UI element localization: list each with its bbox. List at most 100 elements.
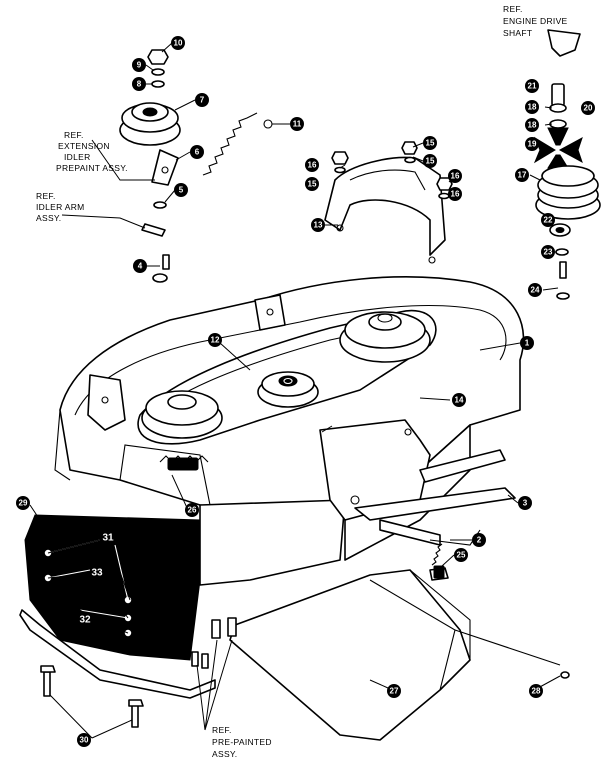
idler-exploded-group [119, 49, 273, 283]
ref-line-1: REF. [212, 725, 232, 735]
svg-text:16: 16 [451, 190, 460, 199]
callout-14: 14 [452, 393, 466, 407]
callout-2: 2 [472, 533, 486, 547]
svg-text:16: 16 [451, 172, 460, 181]
svg-text:15: 15 [308, 180, 317, 189]
callout-10: 10 [171, 36, 185, 50]
callout-30: 30 [77, 733, 91, 747]
leader-lines [29, 42, 561, 739]
svg-text:17: 17 [518, 171, 527, 180]
ref-line-1: REF. [503, 4, 523, 14]
callout-29: 29 [16, 496, 30, 510]
left-spindle-pulley [141, 390, 223, 439]
callout-26: 26 [185, 503, 199, 517]
svg-text:10: 10 [174, 39, 183, 48]
callout-15a: 15 [423, 136, 437, 150]
callout-16c: 16 [448, 187, 462, 201]
callout-21: 21 [525, 79, 539, 93]
svg-text:12: 12 [211, 336, 220, 345]
svg-text:25: 25 [457, 551, 466, 560]
svg-text:9: 9 [137, 61, 142, 70]
ref-line-2: IDLER ARM [36, 202, 85, 212]
svg-text:21: 21 [528, 82, 537, 91]
ref-line-3: SHAFT [503, 28, 532, 38]
callout-9: 9 [132, 58, 146, 72]
idler-pulley [257, 371, 319, 408]
ref-label-engine-drive-shaft: REF. ENGINE DRIVE SHAFT [503, 4, 568, 38]
discharge-chute [211, 567, 570, 741]
svg-text:32: 32 [79, 615, 91, 626]
svg-text:15: 15 [426, 139, 435, 148]
chute-spring [431, 543, 445, 579]
callout-24: 24 [528, 283, 542, 297]
callout-18: 18 [525, 100, 539, 114]
callout-32: 32 [79, 615, 91, 626]
callout-31: 31 [102, 533, 114, 544]
ref-line-4: PREPAINT ASSY. [56, 163, 128, 173]
ref-line-2: EXTENSION [58, 141, 110, 151]
svg-text:8: 8 [137, 80, 142, 89]
callout-1: 1 [520, 336, 534, 350]
svg-text:33: 33 [91, 568, 103, 579]
ref-line-2: ENGINE DRIVE [503, 16, 568, 26]
engine-pulley-exploded [533, 29, 601, 300]
svg-text:4: 4 [138, 262, 143, 271]
callout-18b: 18 [525, 118, 539, 132]
left-hanger [87, 294, 286, 431]
callout-8: 8 [132, 77, 146, 91]
ref-label-idler-arm: REF. IDLER ARM ASSY. [36, 191, 85, 223]
callout-15b: 15 [423, 154, 437, 168]
ref-line-3: ASSY. [212, 749, 237, 759]
svg-text:29: 29 [19, 499, 28, 508]
callout-6: 6 [190, 145, 204, 159]
svg-text:30: 30 [80, 736, 89, 745]
svg-text:24: 24 [531, 286, 540, 295]
callout-17: 17 [515, 168, 529, 182]
callout-20: 20 [581, 101, 595, 115]
svg-text:1: 1 [525, 339, 530, 348]
svg-text:18: 18 [528, 121, 537, 130]
callout-25: 25 [454, 548, 468, 562]
deck-spring [159, 455, 209, 471]
svg-text:14: 14 [455, 396, 464, 405]
ref-line-2: PRE-PAINTED [212, 737, 272, 747]
callout-4: 4 [133, 259, 147, 273]
ref-line-1: REF. [36, 191, 56, 201]
callout-19: 19 [525, 137, 539, 151]
svg-text:28: 28 [532, 687, 541, 696]
callout-23: 23 [541, 245, 555, 259]
svg-text:15: 15 [426, 157, 435, 166]
svg-text:7: 7 [200, 96, 205, 105]
callout-11: 11 [290, 117, 304, 131]
ref-line-3: ASSY. [36, 213, 61, 223]
ref-label-extension-idler: REF. EXTENSION IDLER PREPAINT ASSY. [56, 130, 128, 173]
callout-16a: 16 [305, 158, 319, 172]
svg-text:20: 20 [584, 104, 593, 113]
callout-15c: 15 [305, 177, 319, 191]
callout-12: 12 [208, 333, 222, 347]
ref-line-1: REF. [64, 130, 84, 140]
svg-text:27: 27 [390, 687, 399, 696]
svg-text:26: 26 [188, 506, 197, 515]
callout-13: 13 [311, 218, 325, 232]
svg-text:16: 16 [308, 161, 317, 170]
ref-label-pre-painted: REF. PRE-PAINTED ASSY. [212, 725, 272, 759]
callout-7: 7 [195, 93, 209, 107]
svg-text:13: 13 [314, 221, 323, 230]
callout-3: 3 [518, 496, 532, 510]
svg-text:22: 22 [544, 216, 553, 225]
lower-strap [19, 609, 216, 728]
ref-line-3: IDLER [64, 152, 91, 162]
callout-22: 22 [541, 213, 555, 227]
svg-text:5: 5 [179, 186, 184, 195]
svg-text:6: 6 [195, 148, 200, 157]
callout-16b: 16 [448, 169, 462, 183]
svg-text:11: 11 [293, 120, 302, 129]
center-pulley [339, 311, 431, 363]
callout-28: 28 [529, 684, 543, 698]
svg-text:23: 23 [544, 248, 553, 257]
callout-27: 27 [387, 684, 401, 698]
svg-text:3: 3 [523, 499, 528, 508]
